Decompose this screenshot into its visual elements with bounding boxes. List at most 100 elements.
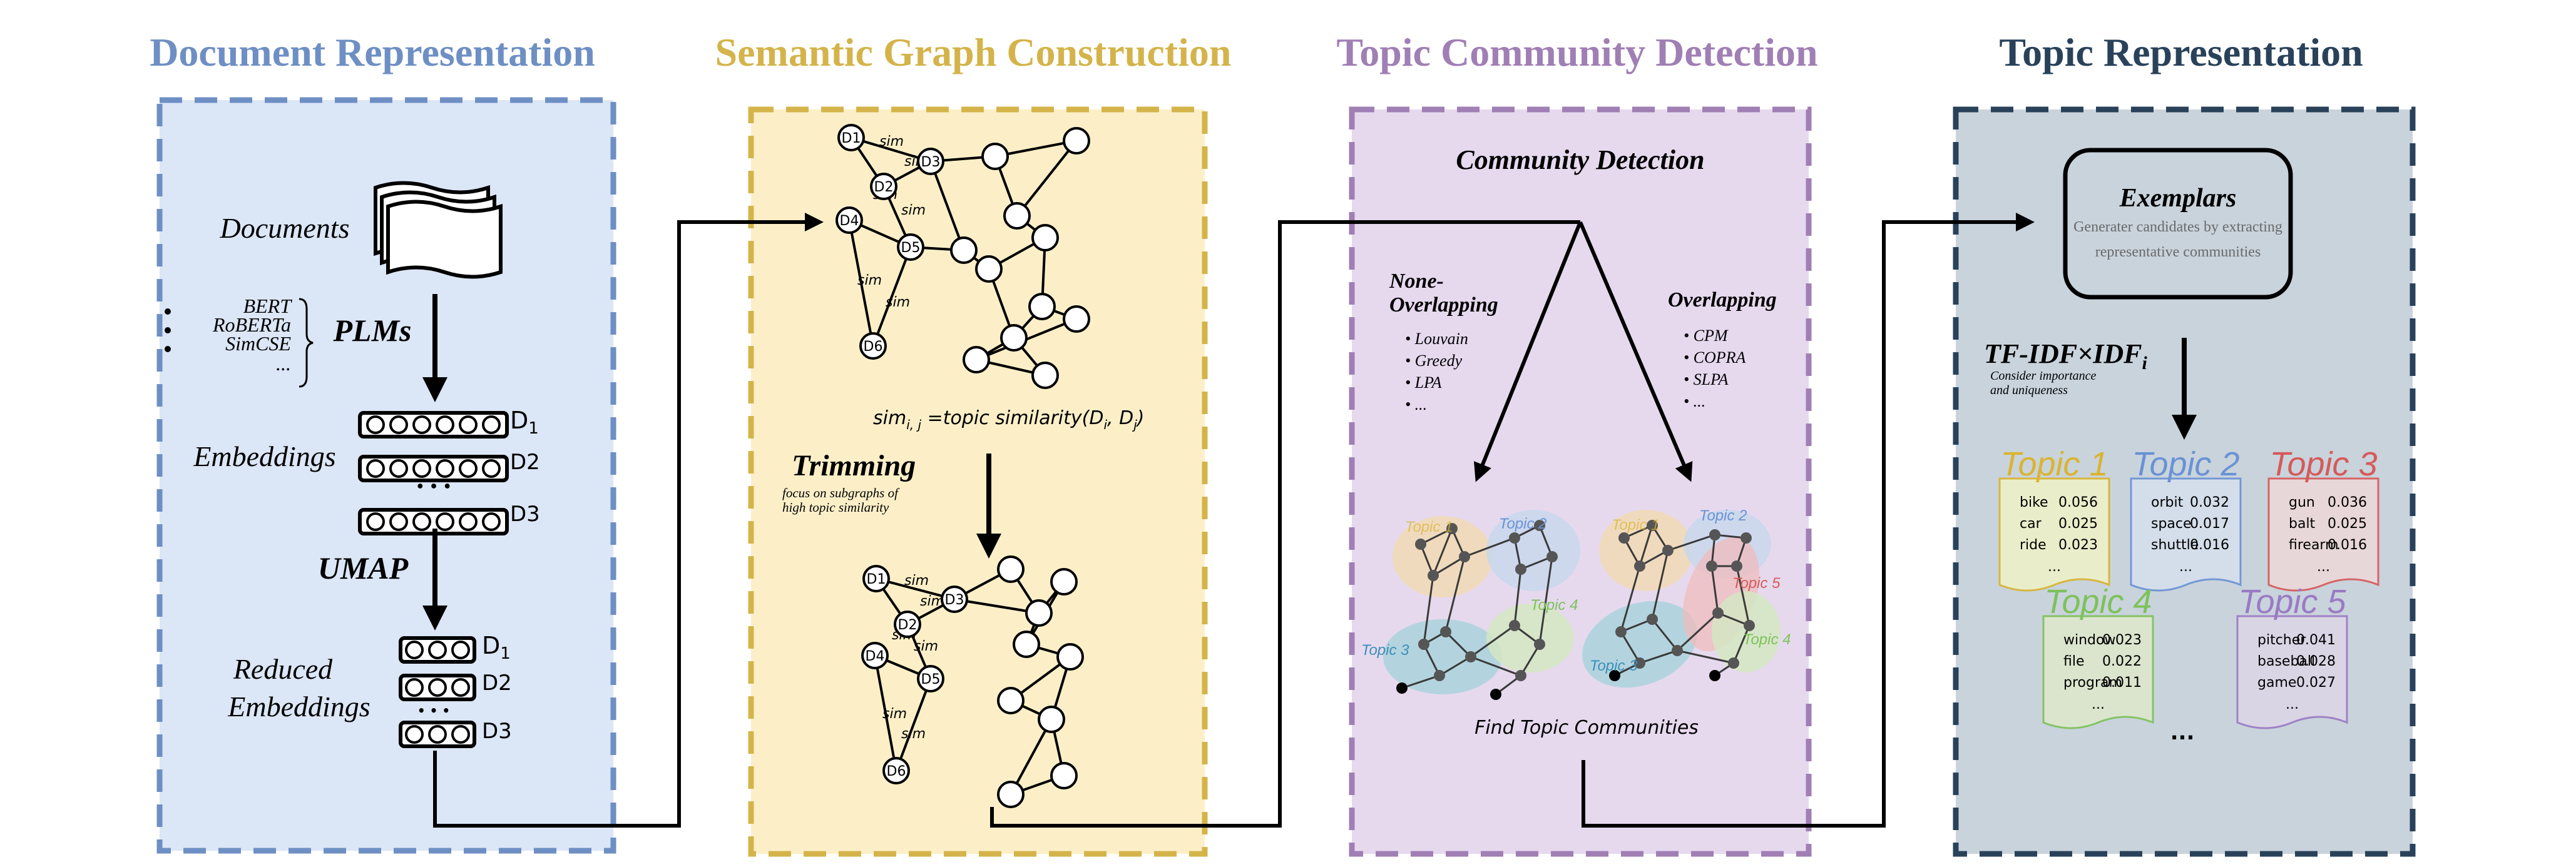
sim-label: sim [879,134,904,150]
community-label-topic-4b: Topic 4 [1743,631,1791,648]
plm-models: BERT RoBERTa SimCSE ... [212,295,292,375]
similarity-formula: simi, j =topic similarity(Di, Dj) [873,407,1145,432]
community-label-topic-2a: Topic 2 [1499,515,1547,532]
sim-label: sim [857,273,882,288]
embedding-row [358,411,509,439]
method-more-2: • ... [1684,392,1705,410]
topic-more: ... [2286,697,2299,712]
graph-node [975,255,1003,283]
graph-node [1063,305,1090,333]
graph-node [1000,324,1028,352]
graph-doc-node [917,665,944,692]
graph-doc-node-label: D5 [901,240,921,256]
reduced-embedding-row [399,636,476,664]
section-title-1: Document Representation [150,30,595,74]
sim-label: sim [882,706,907,722]
exemplars-box [2063,148,2293,300]
sim-label: sim [901,726,926,742]
graph-doc-node [882,757,910,784]
graph-node [1063,127,1090,155]
graph-doc-node [941,586,968,613]
topic-weight: 0.025 [2058,516,2098,532]
method-cpm: • CPM [1684,327,1729,345]
model-simcse: SimCSE [225,332,291,355]
graph-doc-node-label: D1 [842,131,861,146]
overlapping-label: Overlapping [1668,288,1777,312]
tfidf-label: TF-IDF×IDFi [1984,338,2147,373]
none-overlapping-methods: • Louvain • Greedy • LPA • ... [1405,330,1468,413]
topic-word: file [2063,654,2085,669]
none-overlapping-label-1: None- [1389,270,1444,293]
community-label-topic-1a: Topic 1 [1405,519,1453,535]
documents-label: Documents [220,212,350,244]
topic-weight: 0.032 [2190,495,2229,510]
topic-card-title: Topic 5 [2238,583,2346,621]
graph-doc-node [837,124,865,151]
topic-weight: 0.011 [2102,675,2142,691]
graph-doc-node-label: D3 [921,155,941,170]
graph-node [1025,599,1053,627]
topics-ellipsis: ... [2170,720,2195,745]
topic-weight: 0.025 [2328,516,2367,532]
overlapping-methods: • CPM • COPRA • SLPA • ... [1684,327,1745,410]
topic-more: ... [2048,559,2061,575]
graph-doc-node-label: D2 [874,180,894,195]
model-bullets [165,308,171,352]
find-topic-communities-label: Find Topic Communities [1475,717,1699,739]
topic-weight: 0.016 [2190,537,2229,553]
community-label-topic-3a: Topic 3 [1361,642,1409,659]
topic-word: car [2020,516,2042,532]
method-slpa: • SLPA [1684,370,1729,388]
none-overlapping-label-2: Overlapping [1389,293,1498,317]
topic-weight: 0.036 [2328,495,2367,510]
reduced-d2: D2 [482,671,512,696]
trimming-note-2: high topic similarity [782,500,889,515]
graph-doc-node-label: D2 [898,617,917,633]
connector-arrow-1 [433,213,824,828]
topic-weight: 0.023 [2058,537,2098,553]
topic-weight: 0.017 [2190,516,2229,532]
tfidf-note-1: Consider importance [1990,369,2097,383]
reduced-label-2: Embeddings [227,691,370,722]
model-more: ... [276,352,291,375]
model-roberta: RoBERTa [212,313,291,336]
community-label-topic-3b: Topic 3 [1590,657,1638,674]
graph-doc-node [897,233,924,261]
sim-label: sim [920,594,944,609]
svg-text:simi, j =topic similarity(Di,: simi, j =topic similarity(Di, Dj) [873,407,1145,432]
topic-word: baseball [2257,654,2315,669]
connector-arrow-2 [990,220,1580,828]
models-brace-icon [299,298,314,388]
sim-label: sim [901,203,926,218]
graph-node [997,781,1025,808]
topic-word: balt [2289,516,2316,532]
topic-more: ... [2179,559,2192,575]
graph-node [1028,293,1056,320]
reduced-d1: D1 [482,632,511,663]
embedding-d2: D2 [510,450,540,475]
topic-word: firearm [2289,537,2339,553]
method-greedy: • Greedy [1405,352,1463,370]
topic-card-title: Topic 4 [2044,583,2152,621]
method-louvain: • Louvain [1405,330,1468,348]
section-title-3: Topic Community Detection [1336,30,1817,74]
topic-word: program [2063,675,2122,691]
sim-label: sim [886,295,910,310]
community-label-topic-5b: Topic 5 [1732,575,1781,592]
community-detection-title: Community Detection [1456,144,1704,175]
graph-node [1013,631,1040,658]
graph-node [997,687,1025,714]
method-lpa: • LPA [1405,373,1442,392]
graph-doc-node [862,565,890,592]
panel-semantic-graph [748,106,1208,857]
community-label-topic-2b: Topic 2 [1699,507,1747,524]
topic-weight: 0.016 [2328,537,2367,553]
graph-doc-node [917,148,944,175]
graph-doc-node-label: D3 [945,592,964,608]
topic-word: game [2257,675,2296,691]
graph-node [1056,643,1084,671]
